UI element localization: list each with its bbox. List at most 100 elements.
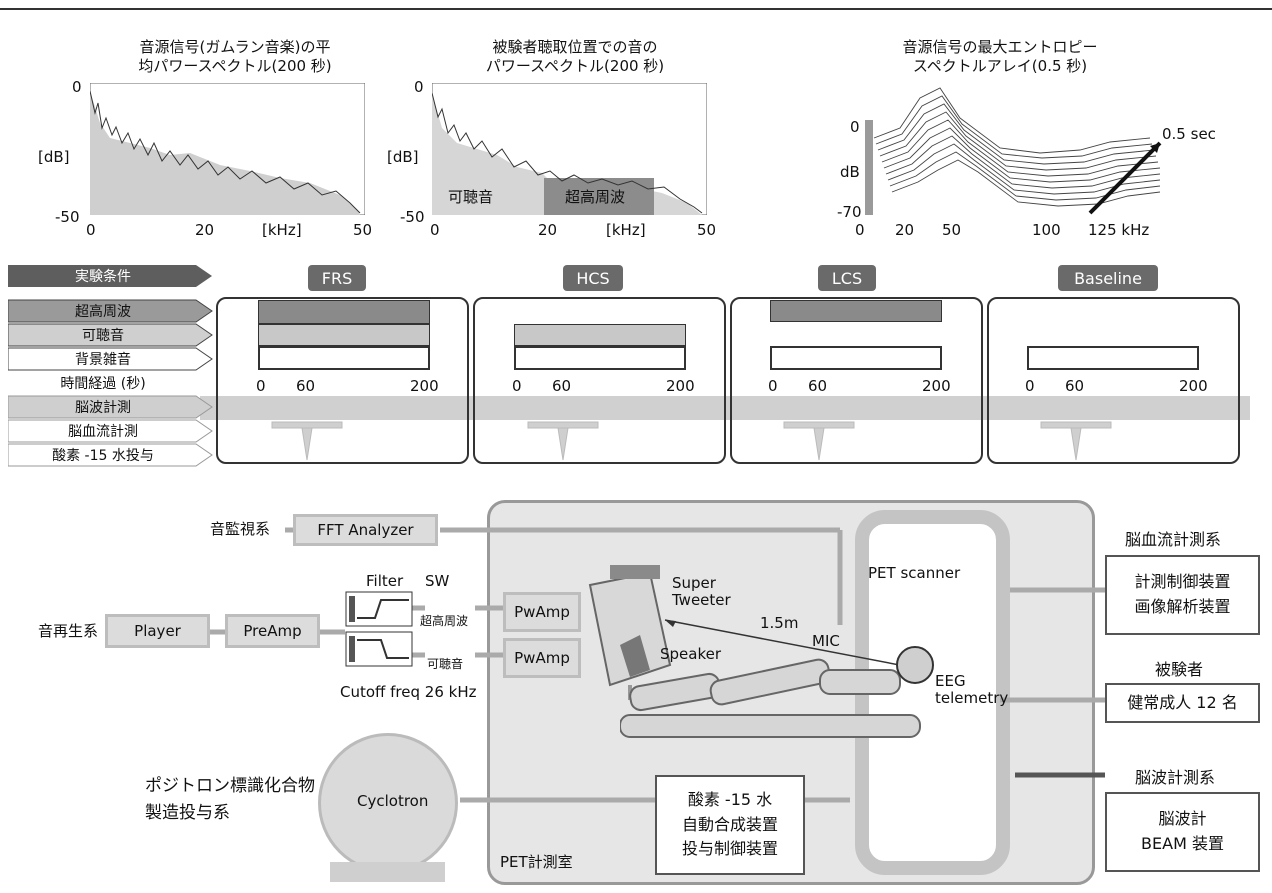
chart3-title-line1: 音源信号の最大エントロピー xyxy=(902,38,1098,56)
fft-analyzer: FFT Analyzer xyxy=(293,514,438,546)
chart2-title-line1: 被験者聴取位置での音の xyxy=(492,38,658,56)
chart3-time-label: 0.5 sec xyxy=(1162,125,1216,143)
row-label-eeg: 脳波計測 xyxy=(75,400,131,416)
cyclotron-base xyxy=(330,862,445,882)
distance-arrow xyxy=(664,619,911,668)
panel-hcs xyxy=(473,297,726,464)
hyper-path-label: 超高周波 xyxy=(420,614,469,628)
cbf-line2: 画像解析装置 xyxy=(1134,597,1231,616)
hcs-audible-bar xyxy=(514,324,686,346)
chart2-title: 被験者聴取位置での音の パワースペクトル(200 秒) xyxy=(450,38,700,76)
mic-label: MIC xyxy=(812,632,840,650)
lcs-t200: 200 xyxy=(922,377,951,395)
filter-label: Filter xyxy=(366,572,404,590)
row-label-time: 時間経過 (秒) xyxy=(60,376,146,392)
frs-t200: 200 xyxy=(410,377,439,395)
row-label-condition: 実験条件 xyxy=(75,269,131,285)
cbf-system-box: 計測制御装置 画像解析装置 xyxy=(1105,555,1260,635)
chart1-title-line2: 均パワースペクトル(200 秒) xyxy=(138,56,332,75)
row-arrows xyxy=(8,265,213,467)
hcs-t60: 60 xyxy=(552,377,572,395)
chart2-title-line2: パワースペクトル(200 秒) xyxy=(485,56,665,75)
oxygen-line2: 自動合成装置 xyxy=(681,814,778,834)
hcs-t0: 0 xyxy=(512,377,522,395)
positron-label: ポジトロン標識化合物 製造投与系 xyxy=(145,773,315,827)
chart1-spectrum xyxy=(90,83,365,215)
chart2-region-hyper: 超高周波 xyxy=(565,188,626,206)
lcs-t0: 0 xyxy=(768,377,778,395)
chart3-x-125: 125 kHz xyxy=(1088,221,1150,239)
eeg-system-box: 脳波計 BEAM 装置 xyxy=(1105,792,1260,872)
chart3-y-unit: dB xyxy=(840,163,860,181)
row-label-cbf: 脳血流計測 xyxy=(68,424,138,440)
sound-system-label: 音再生系 xyxy=(38,622,99,640)
positron-line1: ポジトロン標識化合物 xyxy=(145,776,315,796)
row-label-background: 背景雑音 xyxy=(75,352,131,368)
chart1-title-line1: 音源信号(ガムラン音楽)の平 xyxy=(139,38,331,56)
cyclotron-label: Cyclotron xyxy=(357,792,429,810)
chart1-x-20: 20 xyxy=(195,221,215,239)
chart3-y-top: 0 xyxy=(850,118,860,136)
sound-monitor-label: 音監視系 xyxy=(210,520,271,538)
chart2-x-0: 0 xyxy=(430,221,440,239)
chart3-title: 音源信号の最大エントロピー スペクトルアレイ(0.5 秒) xyxy=(865,38,1135,76)
lcs-t60: 60 xyxy=(808,377,828,395)
cbf-markers xyxy=(271,421,1112,461)
eeg-telemetry-line1: EEG xyxy=(935,672,966,690)
chart3-y-bottom: -70 xyxy=(837,203,862,221)
cutoff-label: Cutoff freq 26 kHz xyxy=(340,683,477,701)
chart1-y-unit: [dB] xyxy=(38,148,70,166)
player-box: Player xyxy=(105,614,210,648)
chart1-x-unit: [kHz] xyxy=(262,221,302,239)
condition-hcs: HCS xyxy=(563,265,623,291)
cbf-system-label: 脳血流計測系 xyxy=(1125,530,1222,549)
baseline-t0: 0 xyxy=(1025,377,1035,395)
speaker-stack xyxy=(588,565,672,700)
cbf-line1: 計測制御装置 xyxy=(1134,572,1231,592)
hcs-background-bar xyxy=(514,346,686,370)
baseline-t200: 200 xyxy=(1179,377,1208,395)
cyclotron xyxy=(318,733,458,873)
oxygen-line1: 酸素 -15 水 xyxy=(687,789,773,809)
chart2-x-unit: [kHz] xyxy=(606,221,646,239)
chart3-spectral-array xyxy=(865,87,1162,215)
filter-blocks xyxy=(345,591,413,667)
chart1-y-bottom: -50 xyxy=(55,208,80,226)
chart2-region-audible: 可聴音 xyxy=(448,188,494,206)
frs-t0: 0 xyxy=(256,377,266,395)
subject-box: 健常成人 12 名 xyxy=(1105,683,1260,723)
panel-lcs xyxy=(730,297,983,464)
baseline-t60: 60 xyxy=(1065,377,1085,395)
condition-lcs: LCS xyxy=(818,265,876,291)
speaker-label: Speaker xyxy=(660,645,722,663)
frs-t60: 60 xyxy=(296,377,316,395)
oxygen-synthesis-box: 酸素 -15 水 自動合成装置 投与制御装置 xyxy=(655,775,805,875)
condition-baseline: Baseline xyxy=(1058,265,1158,291)
subject-label: 被験者 xyxy=(1155,660,1204,679)
eeg-dev-line1: 脳波計 xyxy=(1158,809,1207,829)
chart3-x-0: 0 xyxy=(855,221,865,239)
baseline-background-bar xyxy=(1027,346,1199,370)
eeg-dev-line2: BEAM 装置 xyxy=(1141,834,1224,853)
frs-hyper-bar xyxy=(258,300,430,324)
chart2-y-unit: [dB] xyxy=(387,148,419,166)
pet-scanner-label: PET scanner xyxy=(868,564,961,582)
chart1-y-top: 0 xyxy=(72,78,82,96)
chart2-spectrum xyxy=(432,83,707,215)
condition-frs: FRS xyxy=(308,265,366,291)
chart2-y-top: 0 xyxy=(414,78,424,96)
frs-audible-bar xyxy=(258,324,430,346)
super-tweeter-line2: Tweeter xyxy=(672,590,731,609)
row-label-hyper: 超高周波 xyxy=(75,304,131,320)
distance-label: 1.5m xyxy=(760,614,799,632)
chart2-x-50: 50 xyxy=(697,221,717,239)
chart2-x-20: 20 xyxy=(538,221,558,239)
chart3-title-line2: スペクトルアレイ(0.5 秒) xyxy=(912,56,1088,75)
super-tweeter-label: Super Tweeter xyxy=(672,575,731,608)
top-rule xyxy=(0,8,1272,10)
hcs-t200: 200 xyxy=(666,377,695,395)
chart2-y-bottom: -50 xyxy=(400,208,425,226)
pwamp-hyper: PwAmp xyxy=(503,592,581,632)
preamp-box: PreAmp xyxy=(225,614,320,648)
chart3-x-20: 20 xyxy=(895,221,915,239)
